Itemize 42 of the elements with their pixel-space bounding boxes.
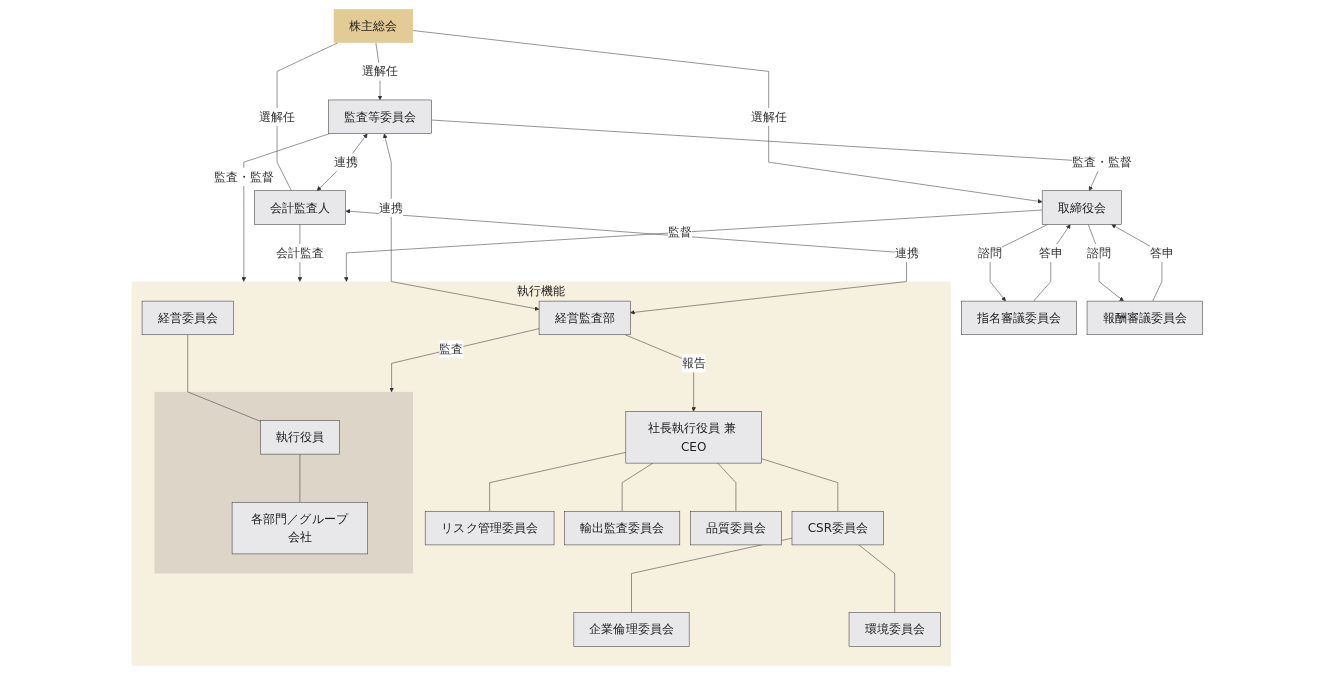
node-box: 社長執行役員 兼 CEO xyxy=(625,411,762,464)
node-box: 会計監査人 xyxy=(254,190,346,225)
connector xyxy=(631,537,793,613)
connector xyxy=(187,334,261,422)
edge-label: 諮問 xyxy=(978,246,1003,260)
connector xyxy=(299,453,301,503)
node-box: 品質委員会 xyxy=(690,511,782,546)
connector xyxy=(717,462,737,512)
edge-label: 監査・監督 xyxy=(213,169,274,184)
node-box: 各部門／グループ会社 xyxy=(231,502,368,555)
node-box: 報酬審議委員会 xyxy=(1086,300,1203,335)
node-box: 輸出監査委員会 xyxy=(564,511,681,546)
edge-label: 監査 xyxy=(439,342,464,356)
edge-label: 監督 xyxy=(668,225,693,240)
edge-label: 選解任 xyxy=(750,109,787,124)
connector xyxy=(276,42,338,191)
node-box: 指名審議委員会 xyxy=(961,300,1077,335)
node-box: 環境委員会 xyxy=(848,612,941,647)
connector xyxy=(489,452,627,512)
node-box: 経営委員会 xyxy=(141,300,234,335)
edge-label: 報告 xyxy=(681,356,706,370)
edge-label: 答申 xyxy=(1038,246,1063,260)
node-box: リスク管理委員会 xyxy=(424,511,555,546)
edge-label: 監査・監督 xyxy=(1072,155,1133,169)
edge-label: 会計監査 xyxy=(275,246,324,260)
node-box: 取締役会 xyxy=(1041,190,1122,225)
node-box: 株主総会 xyxy=(333,9,414,43)
edge-label: 選解任 xyxy=(362,64,399,79)
node-box: 経営監査部 xyxy=(538,300,631,335)
node-box: 企業倫理委員会 xyxy=(573,612,690,647)
edge-label: 諮問 xyxy=(1087,246,1112,260)
node-box: CSR委員会 xyxy=(791,511,884,546)
edge-label: 連携 xyxy=(379,200,404,215)
cluster xyxy=(154,391,414,574)
edge-label: 連携 xyxy=(894,246,919,260)
edge-label: 選解任 xyxy=(259,109,296,124)
node-box: 執行役員 xyxy=(260,420,340,455)
node-box: 監査等委員会 xyxy=(328,99,432,134)
connector xyxy=(858,544,895,613)
edge-label: 答申 xyxy=(1149,246,1174,260)
edge-label: 連携 xyxy=(333,155,358,169)
connector xyxy=(761,458,839,512)
